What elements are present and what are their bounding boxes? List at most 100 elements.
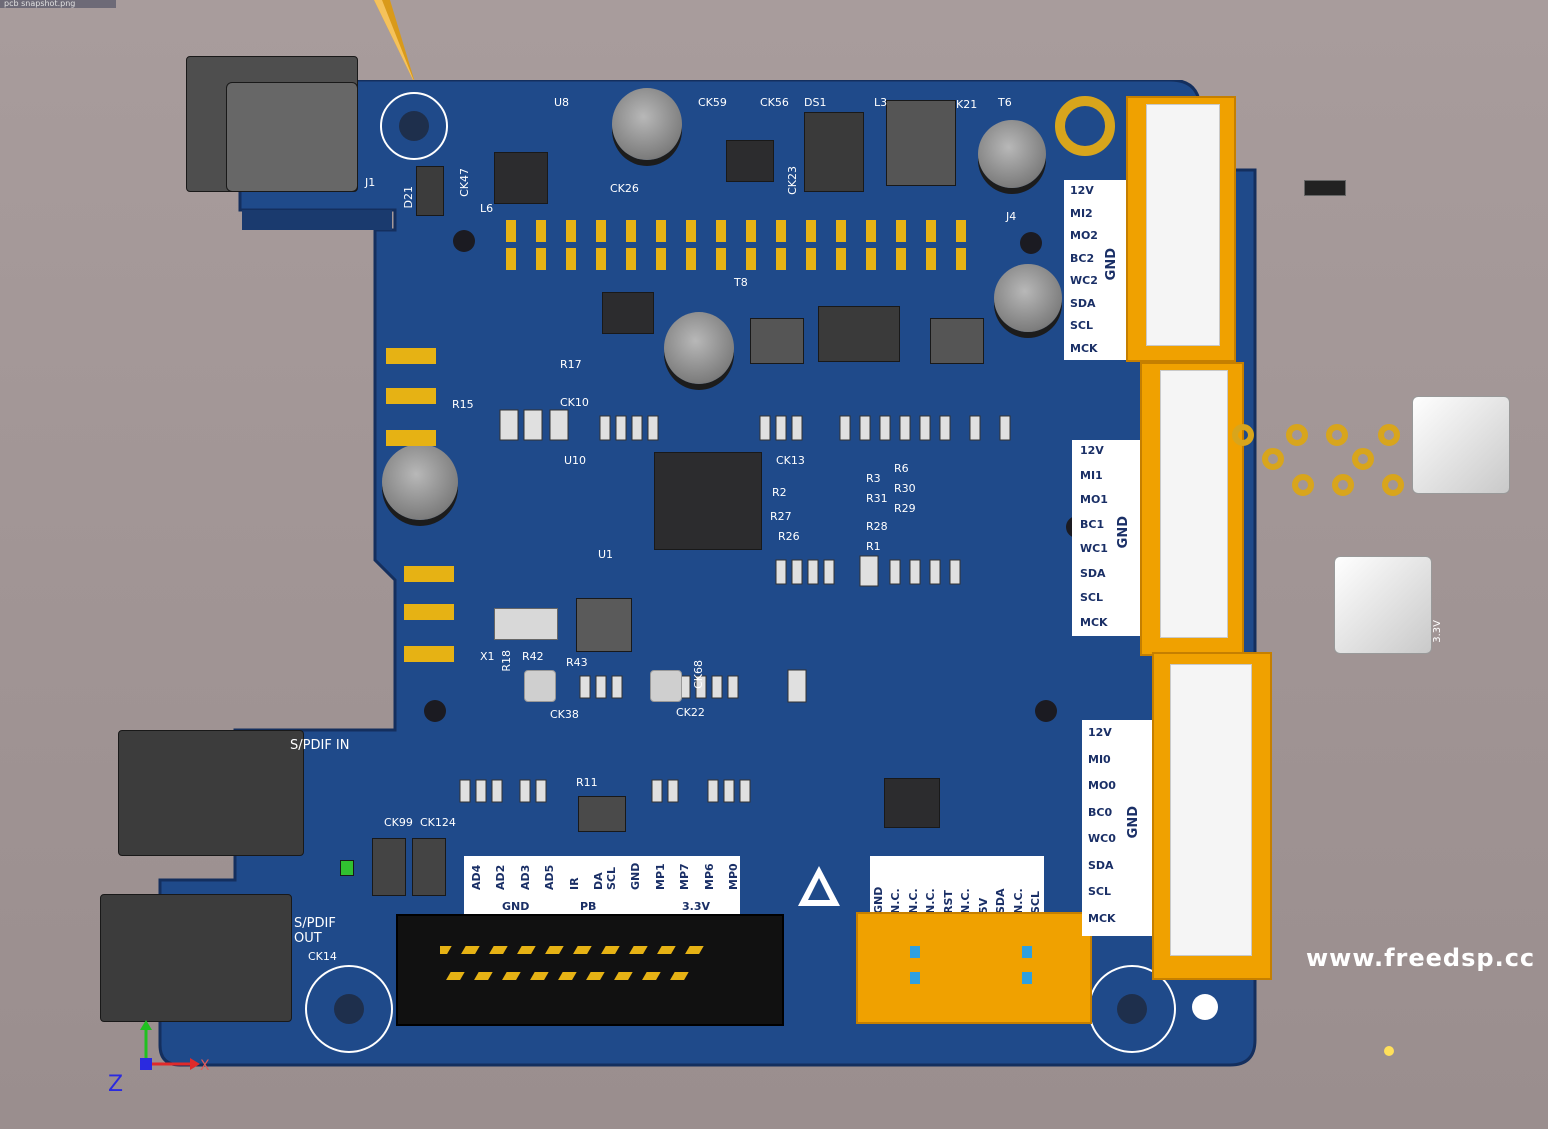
- jtag-pin-label: RST: [941, 890, 955, 914]
- ref-t8: T8: [734, 276, 748, 289]
- pin-label: BC1: [1080, 517, 1105, 531]
- ref-ds3: CK99: [384, 816, 413, 829]
- ref-r3: R6: [894, 462, 909, 475]
- box-header-pins: [440, 946, 704, 980]
- axis-gizmo: [140, 1020, 200, 1070]
- crystal-x1: [494, 608, 558, 640]
- pin-label: MP0: [726, 863, 740, 890]
- sma-connector-2: [1334, 556, 1432, 654]
- led-ds3: [372, 838, 406, 896]
- electrolytic-cap: [994, 264, 1062, 332]
- drill-hole: [1020, 232, 1042, 254]
- electrolytic-cap: [664, 312, 734, 384]
- jtag-label-row: GND N.C. N.C. N.C. RST N.C. 5V SDA N.C. …: [872, 860, 1042, 914]
- audio-connector-1-body: [1160, 370, 1228, 638]
- ref-ck56: CK56: [760, 96, 789, 109]
- edge-pad: [404, 604, 454, 620]
- mounting-hole-top-left: [380, 92, 448, 160]
- led-dl3: [340, 860, 354, 876]
- edge-pad: [386, 388, 436, 404]
- pin-label: WC1: [1080, 542, 1108, 555]
- edge-pad: [386, 430, 436, 446]
- pin-label: BC0: [1088, 805, 1113, 819]
- bottom-label-gnd: GND: [502, 900, 530, 913]
- pin-label: MCK: [1080, 615, 1108, 629]
- axis-x-label: X: [200, 1058, 210, 1074]
- bottom-label-pb: PB: [580, 900, 597, 913]
- label-3v3: 3.3V: [1432, 620, 1443, 643]
- electrolytic-cap: [382, 444, 458, 520]
- electrolytic-cap: [978, 120, 1046, 188]
- pin-label: MO0: [1088, 779, 1116, 792]
- pin-label: SDA: [1088, 858, 1114, 872]
- jtag-pin-label: SCL: [1028, 890, 1042, 914]
- hdr1-labels: 12V MI1 MO1 BC1 WC1 SDA SCL MCK: [1080, 444, 1120, 640]
- ic-u8: [494, 152, 548, 204]
- ref-u1: R2: [772, 486, 787, 499]
- ref-l6: L6: [480, 202, 494, 215]
- pin-header-row: [506, 220, 966, 270]
- pin-label: MO1: [1080, 493, 1108, 506]
- jtag-pin-label: N.C.: [959, 888, 973, 914]
- pin-label: MCK: [1070, 341, 1098, 355]
- ref-r2: R1: [866, 540, 881, 553]
- drill-hole: [1035, 700, 1057, 722]
- ref-r1: R26: [778, 530, 800, 543]
- jtag-pin: [910, 946, 920, 958]
- bottom-header-labels: [464, 856, 740, 916]
- jtag-pin-label: 5V: [976, 897, 990, 914]
- jtag-labels: [870, 856, 1044, 914]
- pad-ring: [1326, 424, 1348, 446]
- diode-d21: [416, 166, 444, 216]
- edge-pad: [386, 348, 436, 364]
- pin-label: WC2: [1070, 274, 1098, 287]
- drill-hole: [453, 230, 475, 252]
- ref-d21: D21: [402, 186, 415, 209]
- ref-ck77: U1: [598, 548, 614, 561]
- hdr2-gnd-label: GND: [1104, 248, 1119, 281]
- spdif-out-connector: [100, 894, 292, 1022]
- ref-r29: R31: [866, 492, 888, 505]
- ref-u10: U10: [564, 454, 587, 467]
- ref-u8: U8: [554, 96, 570, 109]
- mounting-hole-bottom-left: [305, 965, 393, 1053]
- ref-ds1: DS1: [804, 96, 827, 109]
- pin-label: MP1: [653, 863, 667, 890]
- jtag-pin-label: GND: [872, 886, 885, 914]
- pin-label: DA SCL: [591, 866, 618, 890]
- sma-connector-1: [1412, 396, 1510, 494]
- dsp-u1: [654, 452, 762, 550]
- ref-x2: X1: [480, 650, 495, 663]
- pad-ring: [1292, 474, 1314, 496]
- pin-label: MI2: [1070, 206, 1093, 220]
- ref-j9: CK38: [550, 708, 579, 721]
- mounting-hole-bottom-right: [1088, 965, 1176, 1053]
- pin-label: WC0: [1088, 832, 1116, 845]
- edge-pad: [404, 646, 454, 662]
- pin-label: IR: [567, 877, 581, 890]
- spdif-in-connector: [118, 730, 304, 856]
- electrolytic-cap: [612, 88, 682, 160]
- website-label: www.freedsp.cc: [1306, 944, 1536, 972]
- pin-label: AD5: [543, 864, 557, 890]
- edge-pad: [404, 566, 454, 582]
- pin-label: MI1: [1080, 468, 1103, 482]
- hdr0-gnd-label: GND: [1126, 806, 1141, 839]
- ref-r27: R29: [894, 502, 916, 515]
- ref-r30: R3: [866, 472, 881, 485]
- audio-connector-0-body: [1170, 664, 1252, 956]
- pin-label: GND: [629, 862, 643, 890]
- ref-r6: CK13: [776, 454, 805, 467]
- pin-label: SDA: [1080, 566, 1106, 580]
- esd-warning-icon: [798, 866, 840, 906]
- ref-ds2: CK124: [420, 816, 456, 829]
- ref-r26: R28: [866, 520, 888, 533]
- ref-r31: R30: [894, 482, 916, 495]
- pad-ring: [1332, 474, 1354, 496]
- pin-label: MO2: [1070, 229, 1098, 242]
- pin-label: 12V: [1080, 444, 1104, 457]
- hdr2-labels-box: [1064, 180, 1126, 360]
- clk-in-label: CK68: [692, 660, 705, 689]
- ic-u14: [884, 778, 940, 828]
